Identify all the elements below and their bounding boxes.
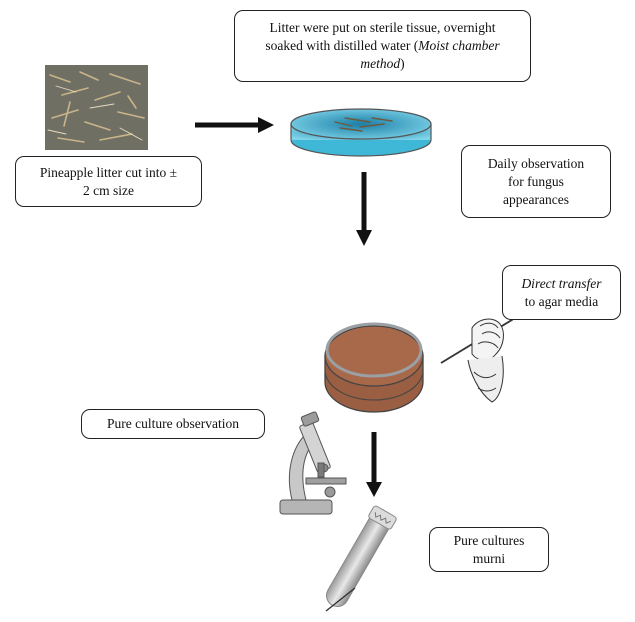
pineapple-litter-photo <box>45 65 148 150</box>
soak-step-line-3: method) <box>360 56 405 71</box>
cut-litter-step-box: Pineapple litter cut into ± 2 cm size <box>15 156 202 207</box>
daily-step-line-2: for fungus <box>508 173 564 189</box>
daily-observation-step-box: Daily observation for fungus appearances <box>461 145 611 218</box>
pure-culture-observation-box: Pure culture observation <box>81 409 265 439</box>
soak-step-line-2: soaked with distilled water (Moist chamb… <box>265 38 500 53</box>
cut-step-line-1: Pineapple litter cut into ± <box>39 164 178 180</box>
daily-step-line-1: Daily observation <box>487 155 585 171</box>
transfer-step-line-2: to agar media <box>524 293 599 309</box>
arrow-down-icon <box>356 172 372 246</box>
arrow-right-icon <box>195 117 274 133</box>
cut-step-line-2: 2 cm size <box>83 182 134 198</box>
moist-chamber-step-box: Litter were put on sterile tissue, overn… <box>234 10 531 82</box>
microscope-icon <box>279 411 347 515</box>
pure-cultures-line-1: Pure cultures <box>453 532 525 548</box>
hand-inoculation-icon <box>440 314 521 403</box>
direct-transfer-step-box: Direct transfer to agar media <box>502 265 621 320</box>
soak-step-line-1: Litter were put on sterile tissue, overn… <box>269 20 496 35</box>
agar-petri-dish-icon <box>324 322 424 413</box>
test-tube-icon <box>325 505 397 612</box>
moist-chamber-dish-icon <box>290 108 432 157</box>
pure-cultures-box: Pure cultures murni <box>429 527 549 572</box>
pure-obs-text: Pure culture observation <box>107 416 239 431</box>
transfer-step-line-1: Direct transfer <box>521 275 602 291</box>
pure-cultures-line-2: murni <box>472 550 506 566</box>
arrow-down-icon <box>366 432 382 497</box>
daily-step-line-3: appearances <box>503 191 569 207</box>
